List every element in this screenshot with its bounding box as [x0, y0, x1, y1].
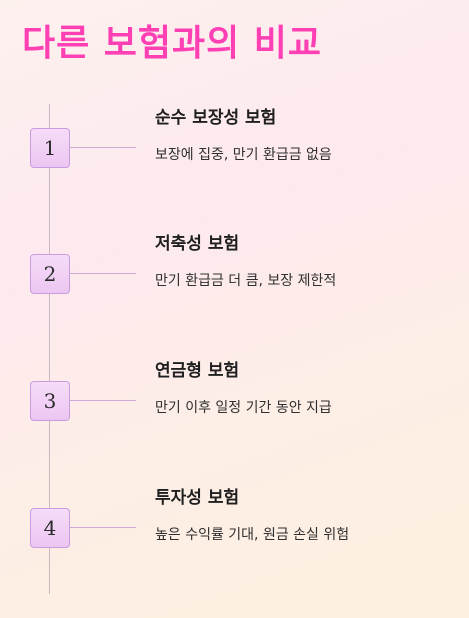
step-connector-line: [70, 400, 136, 401]
step-number-badge: 4: [30, 508, 70, 548]
step-description: 높은 수익률 기대, 원금 손실 위험: [155, 527, 350, 543]
timeline-step-1: 1 순수 보장성 보험 보장에 집중, 만기 환급금 없음: [0, 108, 469, 228]
step-title: 저축성 보험: [155, 234, 240, 254]
timeline-step-2: 2 저축성 보험 만기 환급금 더 큼, 보장 제한적: [0, 234, 469, 354]
page-title: 다른 보험과의 비교: [22, 23, 323, 64]
timeline-step-3: 3 연금형 보험 만기 이후 일정 기간 동안 지급: [0, 361, 469, 481]
step-number-badge: 1: [30, 128, 70, 168]
timeline-step-4: 4 투자성 보험 높은 수익률 기대, 원금 손실 위험: [0, 488, 469, 608]
step-connector-line: [70, 273, 136, 274]
step-connector-line: [70, 527, 136, 528]
step-description: 만기 환급금 더 큼, 보장 제한적: [155, 273, 337, 289]
step-number-badge: 2: [30, 254, 70, 294]
step-title: 연금형 보험: [155, 361, 240, 381]
step-title: 투자성 보험: [155, 488, 240, 508]
step-number-badge: 3: [30, 381, 70, 421]
step-description: 만기 이후 일정 기간 동안 지급: [155, 400, 332, 416]
step-connector-line: [70, 147, 136, 148]
step-title: 순수 보장성 보험: [155, 108, 277, 128]
timeline-line: [49, 104, 50, 594]
step-description: 보장에 집중, 만기 환급금 없음: [155, 147, 332, 163]
